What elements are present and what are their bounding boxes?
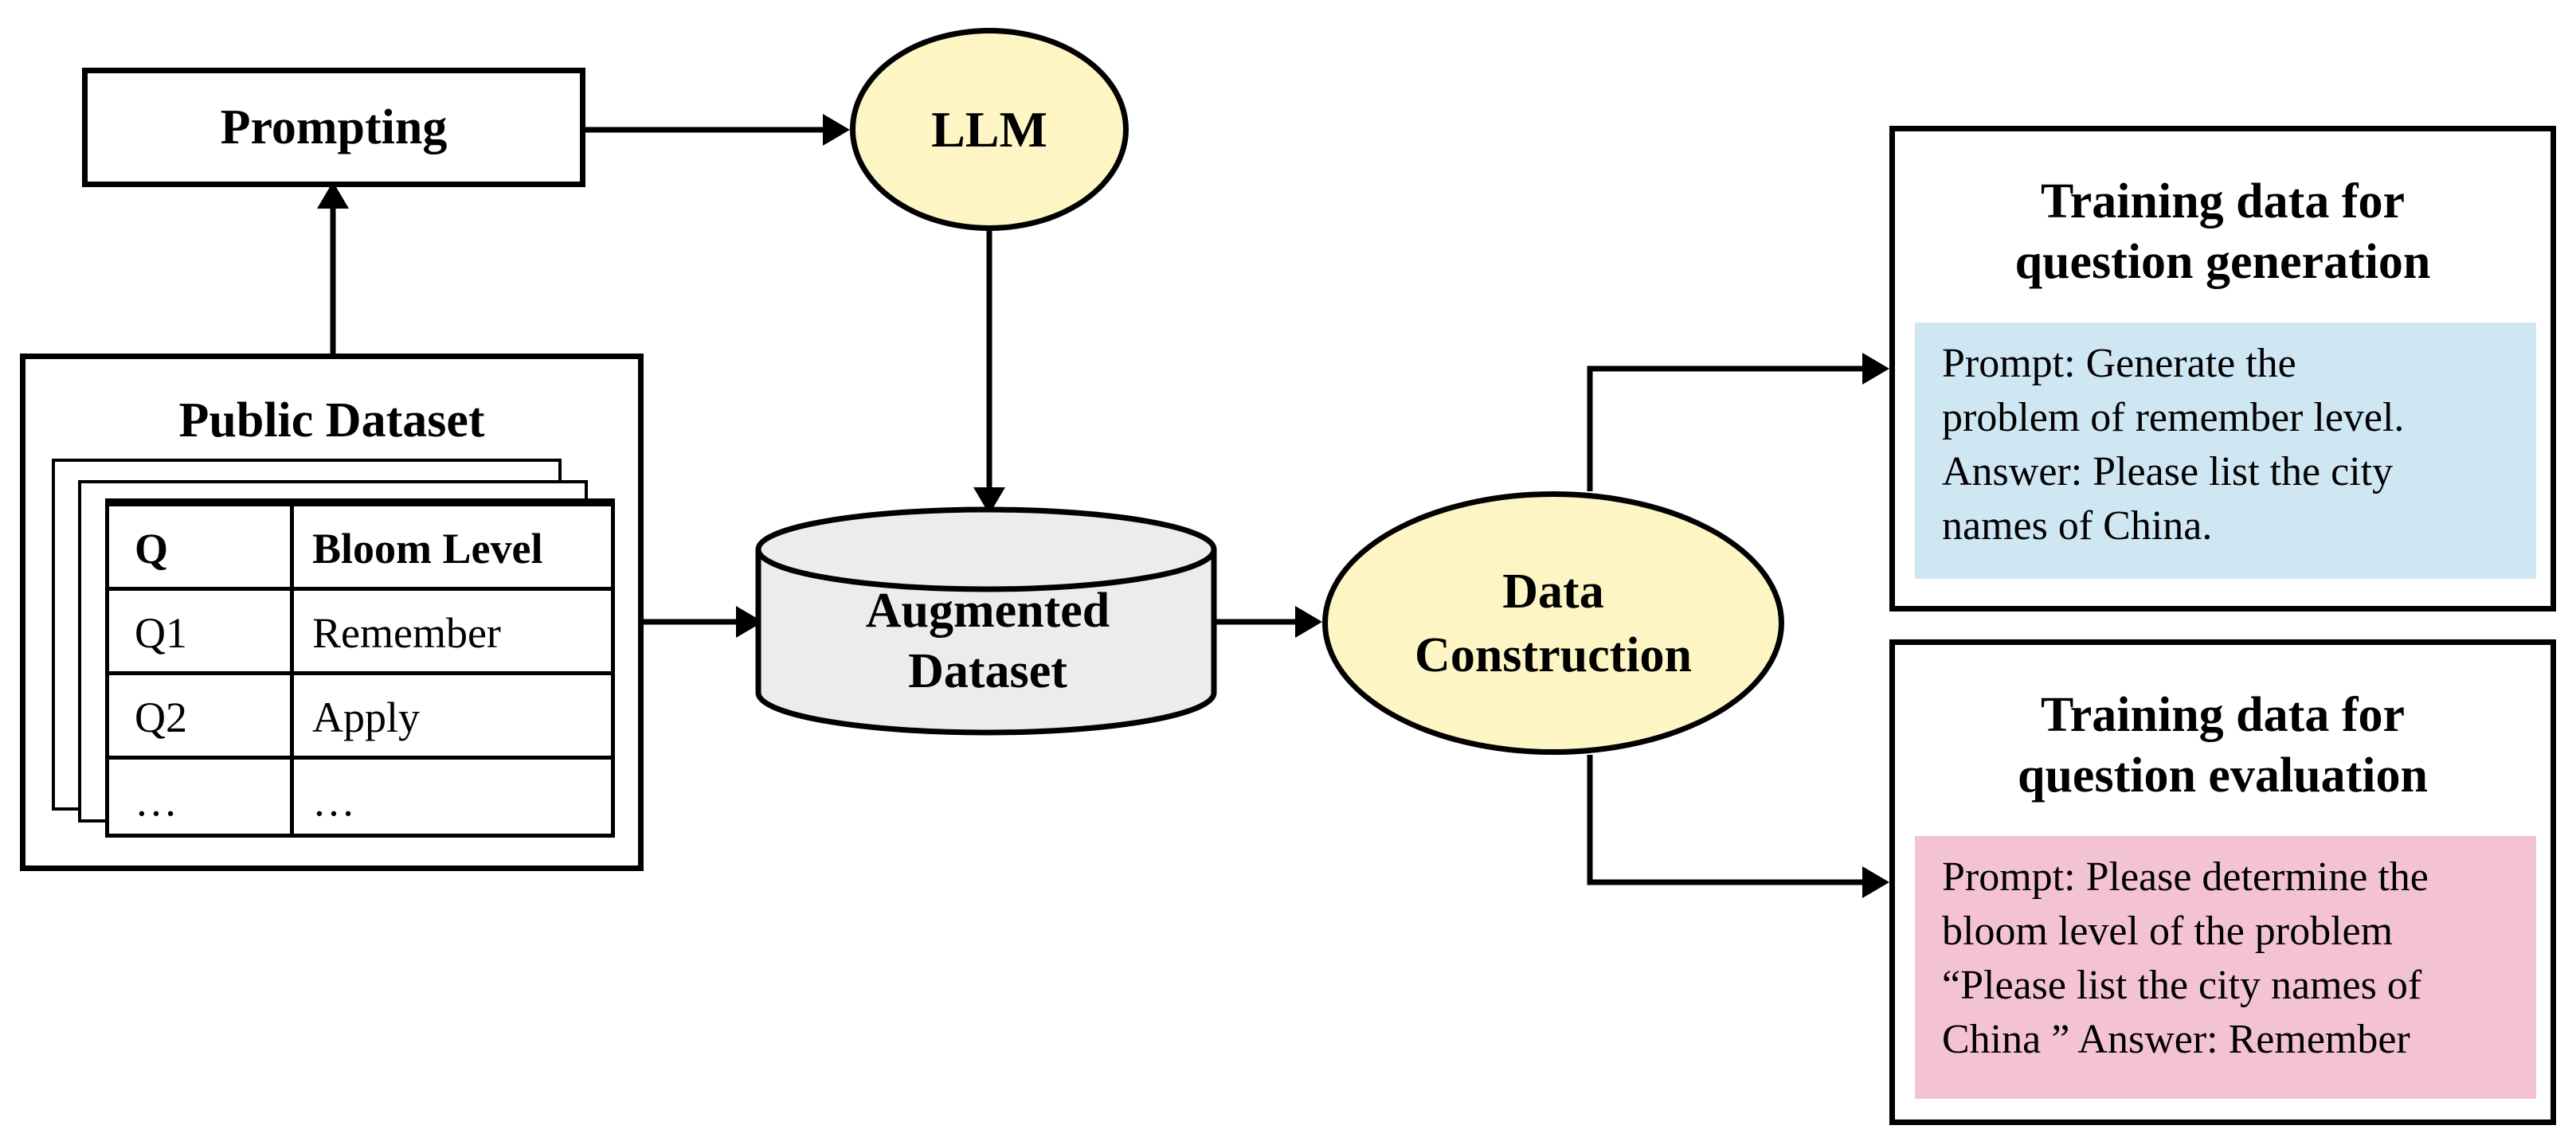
- cell-bloom-level: Apply: [312, 694, 420, 741]
- evaluation-title-line-1: Training data for: [2041, 688, 2405, 742]
- cell-question: …: [135, 776, 178, 825]
- evaluation-line: China ” Answer: Remember: [1942, 1017, 2410, 1062]
- cell-question: Q1: [135, 609, 187, 657]
- generation-line: Answer: Please list the city: [1942, 449, 2394, 494]
- generation-title-line-2: question generation: [2014, 235, 2431, 289]
- table-header-row: Q Bloom Level: [109, 502, 611, 591]
- llm-node: LLM: [850, 28, 1129, 231]
- data-construction-node: Data Construction: [1322, 491, 1784, 755]
- augmented-label-line-1: Augmented: [865, 584, 1110, 638]
- arrowhead-augmented-left: [736, 606, 763, 638]
- data-construction-line-1: Data: [1502, 564, 1604, 619]
- evaluation-line: Prompt: Please determine the: [1942, 854, 2429, 900]
- table-row: Q2 Apply: [109, 671, 611, 760]
- augmented-dataset-label: Augmented Dataset: [765, 573, 1211, 709]
- prompting-label: Prompting: [220, 100, 448, 154]
- prompting-box: Prompting: [82, 68, 585, 187]
- public-dataset-title: Public Dataset: [178, 393, 485, 447]
- evaluation-title: Training data for question evaluation: [1895, 685, 2551, 806]
- arrow-construction-to-generation: [1587, 365, 1868, 491]
- cell-bloom-level: Remember: [312, 609, 501, 657]
- arrowhead-augmented-top: [973, 487, 1005, 514]
- public-dataset-box: Public Dataset Q Bloom Level Q1 Remember…: [20, 354, 644, 871]
- arrowhead-llm: [823, 114, 850, 146]
- arrowhead-prompting: [317, 182, 349, 209]
- evaluation-title-line-2: question evaluation: [2017, 748, 2429, 803]
- table-column-divider: [290, 502, 294, 834]
- generation-training-box: Training data for question generation Pr…: [1889, 126, 2556, 612]
- dataset-table: Q Bloom Level Q1 Remember Q2 Apply … …: [105, 498, 615, 838]
- header-bloom-level: Bloom Level: [312, 525, 543, 572]
- arrowhead-evaluation: [1862, 866, 1889, 898]
- arrow-construction-to-evaluation: [1587, 755, 1868, 885]
- arrowhead-generation: [1862, 353, 1889, 385]
- arrowhead-construction: [1295, 606, 1322, 638]
- evaluation-line: “Please list the city names of: [1942, 963, 2422, 1008]
- generation-title-line-1: Training data for: [2041, 174, 2405, 229]
- generation-title: Training data for question generation: [1895, 171, 2551, 292]
- generation-line: names of China.: [1942, 503, 2213, 549]
- table-row: Q1 Remember: [109, 587, 611, 675]
- header-q: Q: [135, 525, 169, 572]
- generation-line: problem of remember level.: [1942, 395, 2405, 440]
- evaluation-line: bloom level of the problem: [1942, 909, 2394, 954]
- evaluation-training-box: Training data for question evaluation Pr…: [1889, 639, 2556, 1125]
- table-row: … …: [109, 756, 611, 842]
- data-construction-line-2: Construction: [1415, 627, 1692, 682]
- evaluation-example-panel: Prompt: Please determine the bloom level…: [1915, 836, 2536, 1099]
- llm-label: LLM: [931, 100, 1047, 158]
- generation-line: Prompt: Generate the: [1942, 341, 2296, 386]
- cell-question: Q2: [135, 694, 187, 741]
- generation-example-panel: Prompt: Generate the problem of remember…: [1915, 322, 2536, 579]
- cell-bloom-level: …: [312, 776, 355, 825]
- augmented-label-line-2: Dataset: [908, 644, 1067, 698]
- augmented-dataset-cylinder: [755, 506, 1217, 736]
